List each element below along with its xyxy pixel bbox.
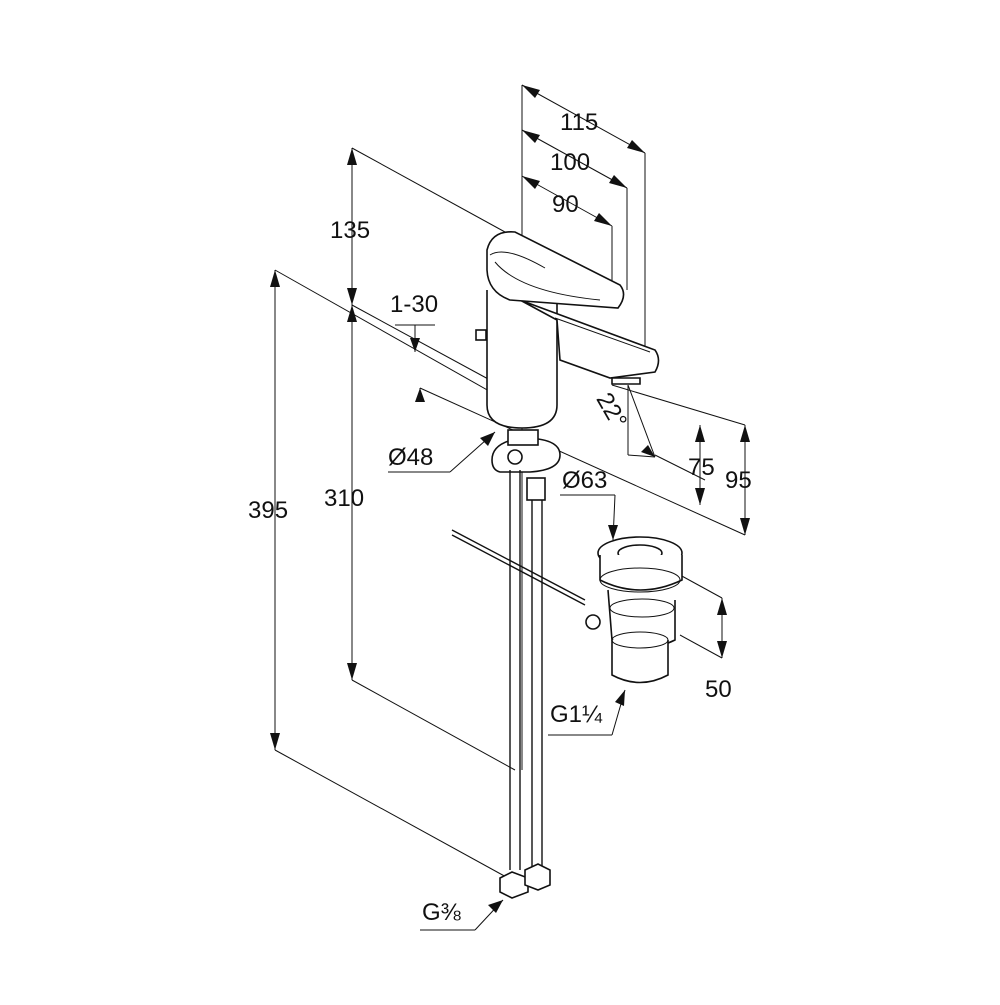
label-diameter-48: Ø48 [388, 444, 433, 471]
label-22-degrees: 22° [591, 388, 633, 433]
label-diameter-63: Ø63 [562, 467, 607, 494]
label-310: 310 [324, 485, 364, 512]
label-95: 95 [725, 467, 752, 494]
pop-up-waste [585, 536, 683, 684]
label-75: 75 [688, 454, 715, 481]
label-90: 90 [552, 191, 579, 218]
label-g1-1-4: G1¼ [550, 701, 603, 728]
label-1-30: 1-30 [390, 291, 438, 318]
dimension-labels: 115 100 90 135 1-30 Ø48 395 310 22° 75 9… [248, 109, 752, 926]
faucet-body [475, 231, 660, 429]
label-115: 115 [560, 109, 598, 136]
label-395: 395 [248, 497, 288, 524]
mounting-hardware [491, 429, 561, 899]
arrowheads [270, 85, 750, 913]
label-g3-8: G⅜ [422, 899, 462, 926]
label-135: 135 [330, 217, 370, 244]
label-100: 100 [550, 149, 590, 176]
label-50: 50 [705, 676, 732, 703]
